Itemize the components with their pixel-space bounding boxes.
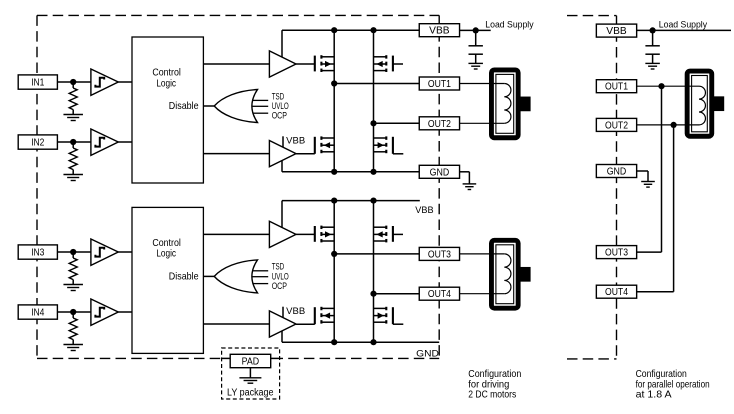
svg-text:OUT2: OUT2 <box>428 119 451 130</box>
svg-text:UVLO: UVLO <box>272 101 289 111</box>
svg-text:IN3: IN3 <box>31 248 44 259</box>
svg-text:UVLO: UVLO <box>272 271 289 281</box>
svg-text:OUT1: OUT1 <box>605 82 628 93</box>
svg-text:2 DC motors: 2 DC motors <box>468 390 516 401</box>
svg-text:Load Supply: Load Supply <box>485 18 534 29</box>
svg-text:TSD: TSD <box>272 91 285 101</box>
svg-text:IN4: IN4 <box>31 308 45 319</box>
svg-text:for parallel operation: for parallel operation <box>636 379 710 390</box>
svg-text:TSD: TSD <box>272 262 285 272</box>
svg-text:Load Supply: Load Supply <box>659 18 708 29</box>
svg-text:OUT3: OUT3 <box>428 249 451 260</box>
svg-text:GND: GND <box>416 348 439 359</box>
svg-text:Logic: Logic <box>156 249 176 260</box>
svg-text:at 1.8 A: at 1.8 A <box>636 390 672 401</box>
svg-text:OCP: OCP <box>272 110 287 120</box>
svg-text:OUT4: OUT4 <box>605 287 629 298</box>
svg-text:GND: GND <box>607 167 627 178</box>
svg-text:Disable: Disable <box>169 101 199 112</box>
svg-text:VBB: VBB <box>286 134 305 145</box>
svg-text:OUT2: OUT2 <box>605 120 628 131</box>
svg-text:VBB: VBB <box>415 204 433 215</box>
svg-text:OUT1: OUT1 <box>428 79 451 90</box>
svg-text:VBB: VBB <box>606 26 626 37</box>
svg-text:Logic: Logic <box>156 78 176 89</box>
svg-text:Configuration: Configuration <box>468 369 521 380</box>
svg-text:IN1: IN1 <box>31 78 44 89</box>
svg-text:Disable: Disable <box>169 271 199 282</box>
svg-text:IN2: IN2 <box>31 138 44 149</box>
svg-text:GND: GND <box>430 167 450 178</box>
svg-text:for driving: for driving <box>468 379 509 390</box>
svg-text:OCP: OCP <box>272 281 287 291</box>
svg-text:OUT4: OUT4 <box>428 289 452 300</box>
svg-text:LY package: LY package <box>227 387 274 398</box>
svg-text:VBB: VBB <box>286 305 305 316</box>
svg-text:PAD: PAD <box>242 356 260 367</box>
svg-text:Configuration: Configuration <box>636 369 687 380</box>
svg-text:VBB: VBB <box>429 26 449 37</box>
svg-text:Control: Control <box>152 68 181 79</box>
svg-text:OUT3: OUT3 <box>605 248 628 259</box>
svg-text:Control: Control <box>152 238 181 249</box>
